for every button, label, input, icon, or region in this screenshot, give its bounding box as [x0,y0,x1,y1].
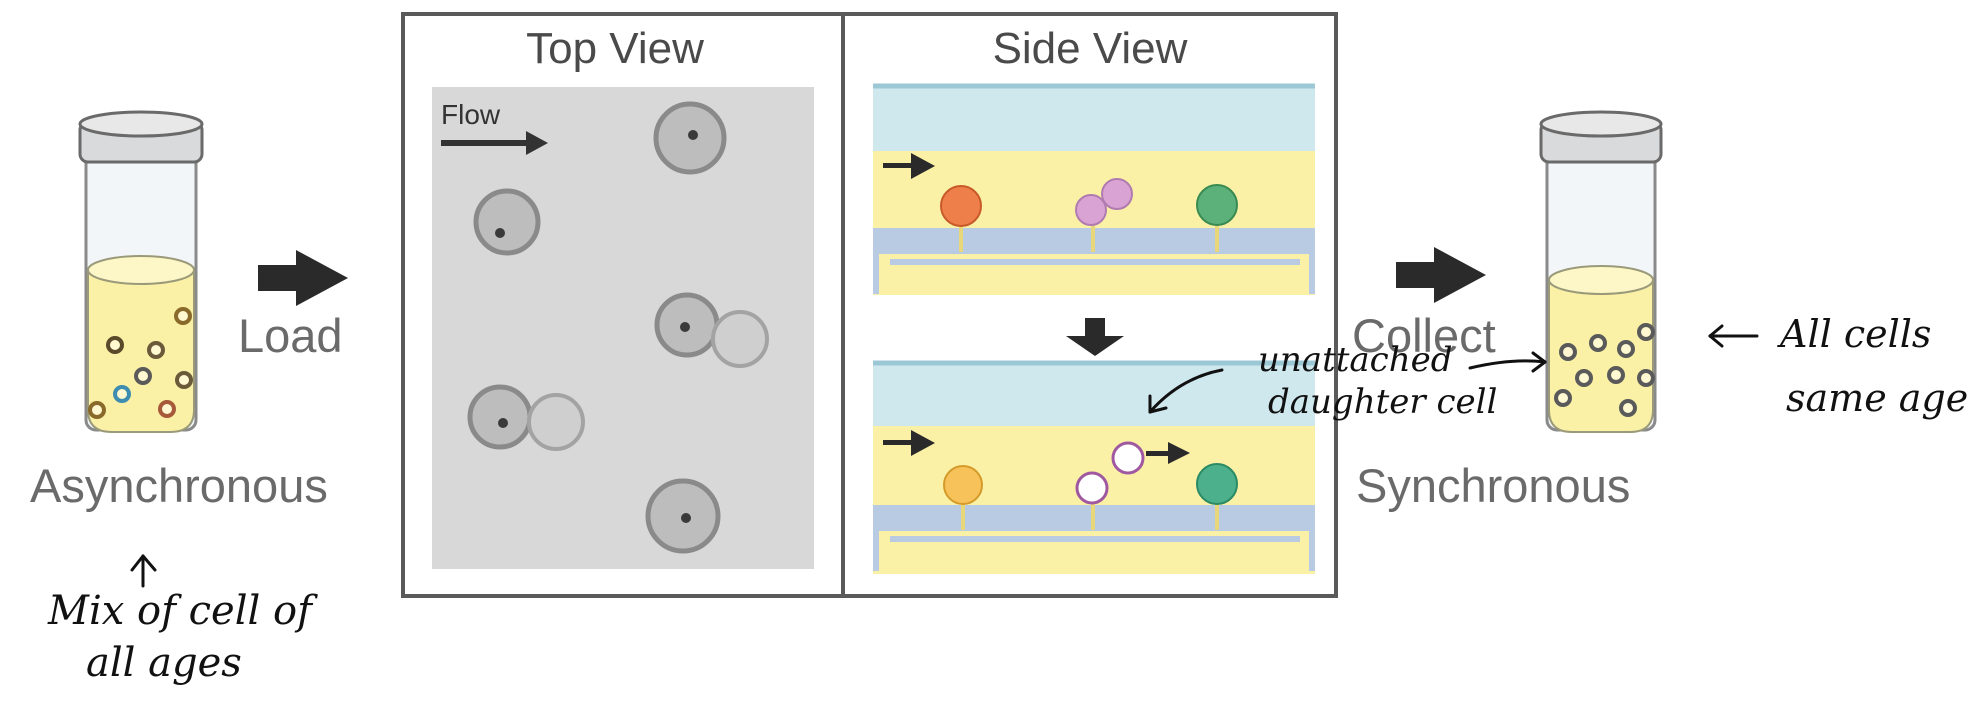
load-label: Load [238,308,343,363]
synchronous-label: Synchronous [1356,458,1630,513]
unattached-note-line1: unattached [1258,340,1453,380]
unattached-note-line2: daughter cell [1268,382,1497,422]
all-cells-note-line1: All cells [1780,312,1931,356]
mix-note-line2: all ages [86,640,242,686]
all-cells-note-line2: same age [1786,376,1968,420]
asynchronous-label: Asynchronous [30,458,328,513]
side-view-title: Side View [940,24,1240,74]
side-view-after [873,362,1315,574]
top-view-micrograph [432,87,814,569]
top-view-title: Top View [470,24,760,74]
collect-arrow-icon [1396,247,1486,303]
load-arrow-icon [258,250,348,306]
mix-note-line1: Mix of cell of [48,588,312,634]
side-view-before [873,85,1315,295]
flow-label: Flow [441,99,500,131]
